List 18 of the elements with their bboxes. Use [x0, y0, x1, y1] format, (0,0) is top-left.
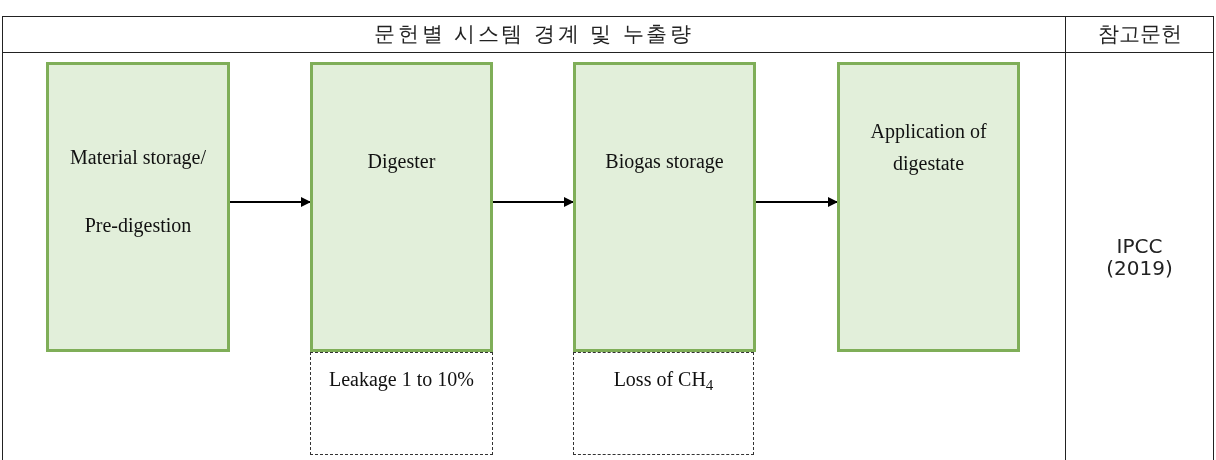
- process-box: [310, 62, 493, 352]
- arrow: [755, 197, 838, 207]
- box-label: Leakage 1 to 10%: [329, 367, 474, 393]
- reference-text: IPCC (2019): [1105, 234, 1174, 279]
- process-box: [837, 62, 1020, 352]
- header-text: 문헌별 시스템 경계 및 누출량: [374, 20, 694, 48]
- arrow: [229, 197, 311, 207]
- process-box: [573, 62, 756, 352]
- box-label: Digester: [367, 149, 436, 175]
- process-box: [46, 62, 230, 352]
- arrow: [492, 197, 574, 207]
- box-label: Loss of CH$_{4}$: [613, 367, 714, 395]
- header-text: 참고문헌: [1097, 20, 1182, 48]
- box-label: Application of digestate: [869, 119, 988, 177]
- box-label: Material storage/ Pre-digestion: [68, 145, 208, 239]
- box-label: Biogas storage: [605, 149, 724, 175]
- note-box: [573, 352, 754, 455]
- note-box: [310, 352, 493, 455]
